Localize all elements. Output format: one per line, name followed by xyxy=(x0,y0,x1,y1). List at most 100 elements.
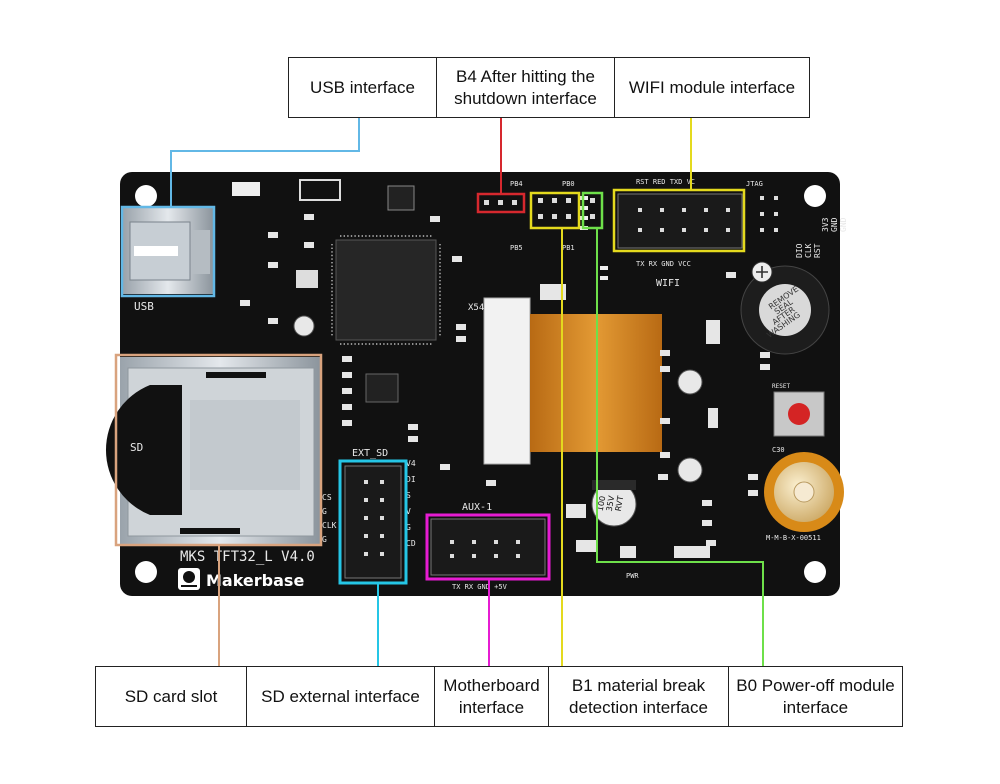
header-pin xyxy=(590,198,595,203)
pin-label: S xyxy=(406,491,411,500)
pin-label: G xyxy=(406,523,411,532)
wifi-pins-bottom-silk: TX RX GND VCC xyxy=(636,260,691,268)
sd-ext-highlight xyxy=(338,459,408,585)
pin-label: G xyxy=(322,535,327,544)
ext-sd-header xyxy=(344,465,402,579)
cap-text-line: 100 xyxy=(596,495,608,512)
aux-pins-silk: TX RX GND +5V xyxy=(452,583,508,591)
pin-label: CD xyxy=(406,539,416,548)
label-motherboard-interface: Motherboard interface xyxy=(434,667,548,726)
pin-label: GND xyxy=(830,217,839,232)
pin-label: CLK xyxy=(322,521,337,530)
header-pin xyxy=(364,498,368,502)
label-wifi-module-interface: WIFI module interface xyxy=(614,58,809,117)
x54-silk: X54 xyxy=(468,303,484,313)
label-sd-card-slot: SD card slot xyxy=(124,686,218,706)
pb0-silk: PB0 xyxy=(562,180,575,188)
header-pin xyxy=(516,554,520,558)
header-pin xyxy=(484,200,489,205)
reset-button xyxy=(773,391,825,437)
header-pin xyxy=(380,480,384,484)
electrolytic-cap-c2 xyxy=(677,457,703,483)
mount-hole-tl xyxy=(135,185,157,207)
footer-code-silk: M-M-B-X-00511 xyxy=(766,534,821,542)
aux-silk: AUX-1 xyxy=(462,502,492,513)
pin-label: V xyxy=(406,507,411,516)
label-sd-external-interface: SD external interface xyxy=(246,667,434,726)
header-pin xyxy=(660,228,664,232)
usb-leader xyxy=(170,118,360,207)
header-pin xyxy=(494,540,498,544)
c30-silk: C30 xyxy=(772,446,785,454)
makerbase-logo xyxy=(178,568,200,590)
header-pin xyxy=(538,198,543,203)
electrolytic-cap-c1 xyxy=(677,369,703,395)
b0-leader xyxy=(596,228,764,666)
usb-highlight xyxy=(120,205,216,298)
crystal xyxy=(296,270,318,288)
sd-card-slot xyxy=(105,357,320,544)
header-pin xyxy=(380,552,384,556)
mount-hole-br xyxy=(804,561,826,583)
cap-text-line: RVT xyxy=(614,495,626,512)
header-pin xyxy=(380,534,384,538)
smd-components xyxy=(240,214,770,558)
header-pin xyxy=(498,200,503,205)
component-v13 xyxy=(299,179,341,201)
header-pin xyxy=(566,214,571,219)
mount-hole-bl xyxy=(135,561,157,583)
wifi-header xyxy=(617,193,743,249)
header-pin xyxy=(590,214,595,219)
label-b0-power-off-interface: B0 Power-off module interface xyxy=(728,667,902,726)
header-pin xyxy=(660,208,664,212)
electrolytic-cap-c3 xyxy=(293,315,315,337)
header-pin xyxy=(760,196,764,200)
jtag-header xyxy=(760,196,778,232)
cap-text-line: 35V xyxy=(605,495,617,512)
pin-label: 3V3 xyxy=(821,217,830,232)
header-pin xyxy=(760,228,764,232)
usb-connector xyxy=(123,208,213,294)
header-pin xyxy=(450,554,454,558)
header-pin xyxy=(726,228,730,232)
aux-header xyxy=(430,518,546,576)
reset-silk: RESET xyxy=(772,383,790,390)
pb1-silk: PB1 xyxy=(562,244,575,252)
header-pin xyxy=(364,480,368,484)
electrolytic-cap-large xyxy=(591,480,637,527)
brand-silk: Makerbase xyxy=(206,571,304,590)
pin-label: RST xyxy=(813,243,822,258)
b0-highlight xyxy=(581,191,604,230)
header-pin xyxy=(364,534,368,538)
usb-silk: USB xyxy=(134,300,154,313)
header-pin xyxy=(494,554,498,558)
header-pin xyxy=(774,228,778,232)
header-pin xyxy=(760,212,764,216)
wifi-pins-top-silk: RST RED TXD VC xyxy=(636,178,695,186)
header-pin xyxy=(552,214,557,219)
coin-cell-holder xyxy=(764,452,844,532)
mount-hole-tr xyxy=(804,185,826,207)
header-pin xyxy=(472,540,476,544)
header-pin xyxy=(472,554,476,558)
label-b1-material-break-interface: B1 material break detection interface xyxy=(548,667,728,726)
header-pin xyxy=(704,208,708,212)
b1-highlight xyxy=(529,191,581,230)
regulator-d6 xyxy=(387,185,415,211)
header-pin xyxy=(450,540,454,544)
header-pin xyxy=(726,208,730,212)
pin-label: DI xyxy=(406,475,416,484)
label-b4-shutdown-interface: B4 After hitting the shutdown interface xyxy=(436,58,614,117)
header-pin xyxy=(704,228,708,232)
pb5-silk: PB5 xyxy=(510,244,523,252)
header-pin xyxy=(682,228,686,232)
flash-chip xyxy=(365,373,399,403)
header-pin xyxy=(774,196,778,200)
header-pin xyxy=(516,540,520,544)
header-pin xyxy=(552,198,557,203)
pin-label: G xyxy=(322,507,327,516)
